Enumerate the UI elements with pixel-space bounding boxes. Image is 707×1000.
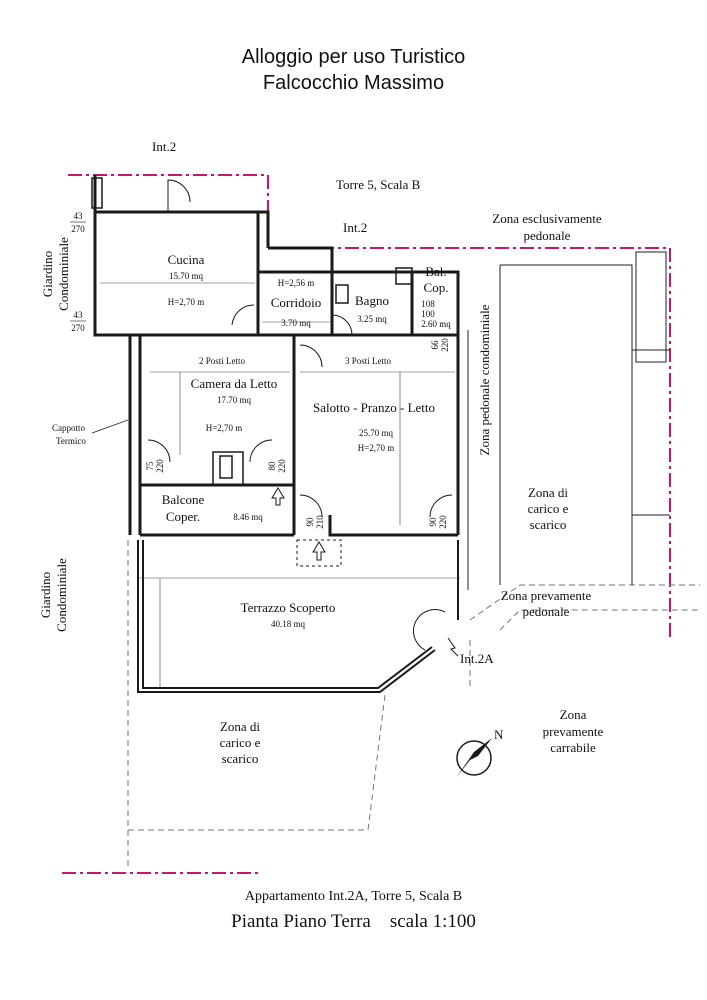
room-salotto-area: 25.70 mq xyxy=(359,428,394,438)
dim-90-a: 90 xyxy=(305,517,315,527)
room-balcop-name2: Cop. xyxy=(424,280,449,295)
room-terrazzo-name: Terrazzo Scoperto xyxy=(241,600,336,615)
zona-prev-carr-line2: prevamente xyxy=(543,724,604,739)
int2a-label: Int.2A xyxy=(460,651,494,666)
zona-carico-left-line1: Zona di xyxy=(220,719,260,734)
title-line-1: Alloggio per uso Turistico xyxy=(241,46,466,68)
north-arrow: N xyxy=(456,727,504,778)
zona-prev-ped-line2: pedonale xyxy=(523,604,570,619)
room-cucina-area: 15.70 mq xyxy=(169,271,204,281)
dim-220-a: 220 xyxy=(155,459,165,473)
dim-220-c: 220 xyxy=(438,515,448,529)
room-corridoio-area: 3.70 mq xyxy=(281,318,311,328)
dim-220-b: 220 xyxy=(277,459,287,473)
zona-prev-ped-line1: Zona prevamente xyxy=(501,588,592,603)
drawing-title: Alloggio per uso Turistico Falcocchio Ma… xyxy=(0,44,707,96)
room-camera-name: Camera da Letto xyxy=(191,376,278,391)
giardino-low-line1: Giardino xyxy=(38,572,53,618)
room-corridoio-name: Corridoio xyxy=(271,295,322,310)
room-bagno-area: 3.25 mq xyxy=(357,314,387,324)
room-cucina-name: Cucina xyxy=(168,252,205,267)
dim-43-bottom: 43 xyxy=(74,310,84,320)
dimension-labels: 43 270 43 270 75 220 80 220 90 210 90 22… xyxy=(70,211,450,529)
dim-210: 210 xyxy=(315,515,325,529)
zona-prev-carr-line3: carrabile xyxy=(550,740,596,755)
property-boundary xyxy=(62,174,671,874)
room-balcop-name1: Bal. xyxy=(425,264,446,279)
adjacent-building xyxy=(467,251,670,590)
room-salotto-name: Salotto - Pranzo - Letto xyxy=(313,400,435,415)
zona-pedonale-condominiale: Zona pedonale condominiale xyxy=(477,304,492,455)
entry-arrows xyxy=(271,487,459,657)
dim-270-bottom: 270 xyxy=(71,323,85,333)
zona-escl-line1: Zona esclusivamente xyxy=(492,211,602,226)
site-lines xyxy=(127,540,700,870)
room-balcone-area: 8.46 mq xyxy=(233,512,263,522)
room-balcop-area: 2.60 mq xyxy=(421,319,451,329)
giardino-top-line1: Giardino xyxy=(40,251,55,297)
title-line-2: Falcocchio Massimo xyxy=(262,72,445,94)
cappotto-line1: Cappotto xyxy=(52,423,85,433)
walls xyxy=(93,175,460,537)
room-cucina-height: H=2,70 m xyxy=(168,297,205,307)
zona-prev-carr-line1: Zona xyxy=(560,707,587,722)
zona-carico-right-line3: scarico xyxy=(530,517,567,532)
torre-label: Torre 5, Scala B xyxy=(336,177,421,192)
footer-apartment: Appartamento Int.2A, Torre 5, Scala B xyxy=(244,889,463,904)
room-salotto-beds: 3 Posti Letto xyxy=(345,356,392,366)
zona-escl-line2: pedonale xyxy=(524,228,571,243)
giardino-top-line2: Condominiale xyxy=(56,237,71,311)
int2-top-label: Int.2 xyxy=(152,139,176,154)
north-label: N xyxy=(494,727,504,742)
terrace-parapet xyxy=(137,540,459,693)
dim-220-d: 220 xyxy=(440,338,450,352)
zona-carico-right-line2: carico e xyxy=(528,501,569,516)
dimension-lines xyxy=(100,282,460,688)
room-corridoio-height: H=2,56 m xyxy=(278,278,315,288)
zona-carico-left-line3: scarico xyxy=(222,751,259,766)
dim-75: 75 xyxy=(145,461,155,471)
room-camera-area: 17.70 mq xyxy=(217,395,252,405)
site-labels: Int.2 Torre 5, Scala B Int.2 Zona esclus… xyxy=(38,139,604,766)
door-swings xyxy=(147,179,453,651)
fixtures xyxy=(91,177,413,486)
room-balcop-d1: 108 xyxy=(421,299,435,309)
room-terrazzo-area: 40.18 mq xyxy=(271,619,306,629)
giardino-low-line2: Condominiale xyxy=(54,558,69,632)
dim-270-top: 270 xyxy=(71,224,85,234)
room-camera-height: H=2,70 m xyxy=(206,423,243,433)
room-balcop-d2: 100 xyxy=(421,309,435,319)
footer-plan-scale: Pianta Piano Terra scala 1:100 xyxy=(231,911,476,932)
dim-90-b: 90 xyxy=(428,517,438,527)
drawing-footer: Appartamento Int.2A, Torre 5, Scala B Pi… xyxy=(0,888,707,934)
dim-80: 80 xyxy=(267,461,277,471)
zona-carico-right-line1: Zona di xyxy=(528,485,568,500)
room-salotto-height: H=2,70 m xyxy=(358,443,395,453)
room-camera-beds: 2 Posti Letto xyxy=(199,356,246,366)
room-labels: Cucina 15.70 mq H=2,70 m H=2,56 m Corrid… xyxy=(162,252,452,629)
dim-43-top: 43 xyxy=(74,211,84,221)
room-bagno-name: Bagno xyxy=(355,293,389,308)
int2-mid-label: Int.2 xyxy=(343,220,367,235)
dim-66: 66 xyxy=(430,340,440,350)
room-balcone-name1: Balcone xyxy=(162,492,205,507)
zona-carico-left-line2: carico e xyxy=(220,735,261,750)
cappotto-line2: Termico xyxy=(56,436,86,446)
room-balcone-name2: Coper. xyxy=(166,509,200,524)
